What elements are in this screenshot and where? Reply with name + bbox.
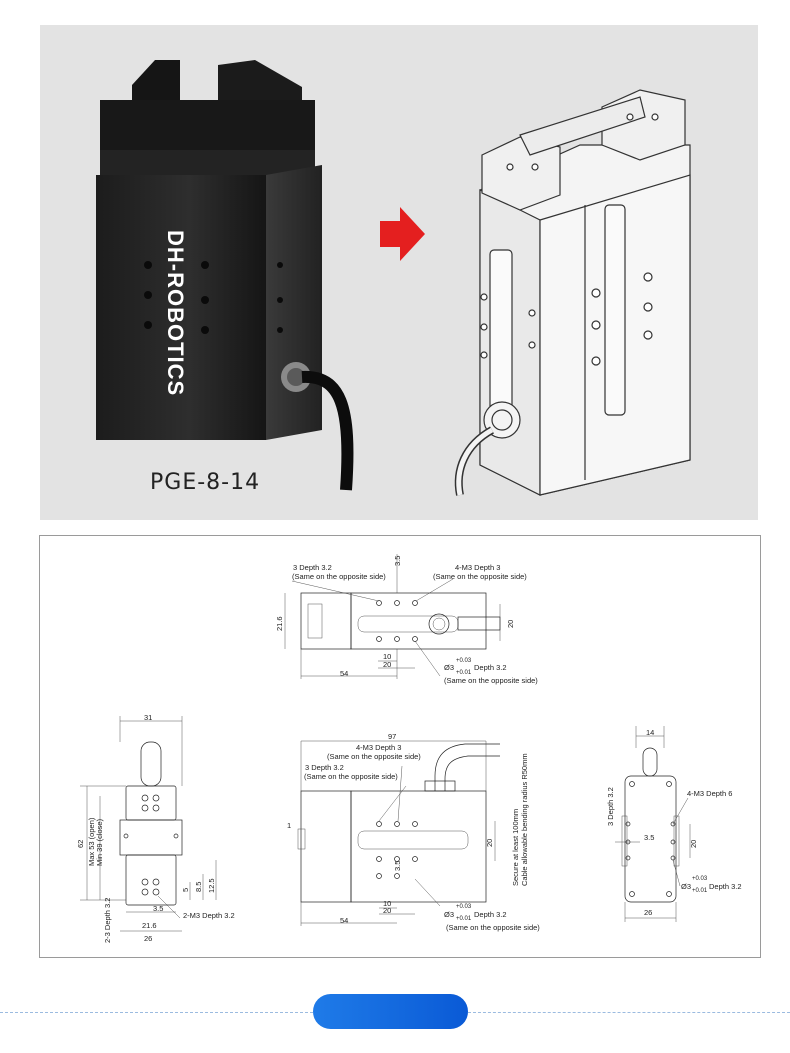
end-dim-20: 20: [689, 840, 698, 848]
top-dim-21-6: 21.6: [275, 616, 284, 631]
side-dim-31: 31: [144, 713, 152, 722]
end-dim-14: 14: [646, 728, 654, 737]
brand-label: DH-ROBOTICS: [163, 230, 188, 396]
end-depth: Depth 3.2: [709, 882, 742, 891]
product-illustration: DH-ROBOTICS: [96, 60, 691, 496]
side-dim-12-5: 12.5: [207, 878, 216, 893]
front-note-3d-b: (Same on the opposite side): [304, 772, 398, 781]
side-dim-21-6: 21.6: [142, 921, 157, 930]
end-tol-minus: +0.01: [692, 888, 708, 894]
gripper-line-drawing: [454, 89, 691, 496]
end-dim-26: 26: [644, 908, 652, 917]
front-dim-97: 97: [388, 732, 396, 741]
front-dim-3-5: 3.5: [393, 861, 402, 871]
top-note-bottom: (Same on the opposite side): [444, 676, 538, 685]
end-dia: Ø3: [681, 882, 691, 891]
front-dim-54: 54: [340, 916, 348, 925]
front-tol-minus: +0.01: [456, 916, 472, 922]
footer-divider-right: [468, 1012, 790, 1013]
side-close: Min 39 (close): [95, 818, 104, 866]
top-view: 3 Depth 3.2 (Same on the opposite side) …: [275, 554, 538, 685]
top-tol-plus: +0.03: [456, 658, 472, 664]
top-note-right-1: 4-M3 Depth 3: [455, 563, 500, 572]
top-depth: Depth 3.2: [474, 663, 507, 672]
side-dim-8-5: 8.5: [194, 882, 203, 892]
front-dim-1: 1: [287, 821, 291, 830]
right-arrow-icon: [380, 207, 425, 261]
front-note-3d: 3 Depth 3.2: [305, 763, 344, 772]
top-dim-3-5: 3.5: [393, 556, 402, 566]
top-dim-20b: 20: [383, 660, 391, 669]
dimension-drawing: 3 Depth 3.2 (Same on the opposite side) …: [76, 554, 742, 943]
top-note-right-2: (Same on the opposite side): [433, 572, 527, 581]
dimension-drawing-panel: 3 Depth 3.2 (Same on the opposite side) …: [39, 535, 761, 958]
front-view: 97 4-M3 Depth 3 (Same on the opposite si…: [287, 732, 540, 932]
top-tol-minus: +0.01: [456, 670, 472, 676]
top-dim-54: 54: [340, 669, 348, 678]
front-note-m3-b: (Same on the opposite side): [327, 752, 421, 761]
front-dim-20b: 20: [383, 906, 391, 915]
model-label: PGE-8-14: [150, 470, 261, 495]
side-dim-5: 5: [181, 888, 190, 892]
gripper-photo: DH-ROBOTICS: [96, 60, 354, 491]
front-depth: Depth 3.2: [474, 910, 507, 919]
footer-pill-button[interactable]: [313, 994, 468, 1029]
top-dim-20: 20: [506, 620, 515, 628]
side-dim-3-5: 3.5: [153, 904, 163, 913]
product-photo-panel: DH-ROBOTICS: [40, 25, 758, 520]
top-note-left-2: (Same on the opposite side): [292, 572, 386, 581]
front-tol-plus: +0.03: [456, 904, 472, 910]
front-dia: Ø3: [444, 910, 454, 919]
front-cable-2: Cable allowable bending radius R50mm: [520, 753, 529, 886]
top-dim-10: 10: [383, 652, 391, 661]
side-dim-26: 26: [144, 934, 152, 943]
side-open: Max 53 (open): [87, 817, 96, 866]
end-view: 14 3 Depth 3.2 4-M3 Depth 6 3.5 20 Ø3 +0…: [606, 726, 742, 922]
side-view: 31 62 Max 53 (open) Min 39 (close) 5 8.5…: [76, 713, 235, 943]
front-note-bottom: (Same on the opposite side): [446, 923, 540, 932]
footer-divider-left: [0, 1012, 313, 1013]
side-depth-note: 2-3 Depth 3.2: [103, 898, 112, 943]
top-note-left-1: 3 Depth 3.2: [293, 563, 332, 572]
side-m3-note: 2-M3 Depth 3.2: [183, 911, 235, 920]
front-cable-1: Secure at least 100mm: [511, 809, 520, 886]
end-tol-plus: +0.03: [692, 876, 708, 882]
front-dim-20: 20: [485, 839, 494, 847]
top-dia: Ø3: [444, 663, 454, 672]
front-dim-10: 10: [383, 899, 391, 908]
end-depth-note: 3 Depth 3.2: [606, 787, 615, 826]
front-note-m3: 4-M3 Depth 3: [356, 743, 401, 752]
end-m3-note: 4-M3 Depth 6: [687, 789, 732, 798]
end-dim-3-5: 3.5: [644, 833, 654, 842]
side-dim-62: 62: [76, 840, 85, 848]
